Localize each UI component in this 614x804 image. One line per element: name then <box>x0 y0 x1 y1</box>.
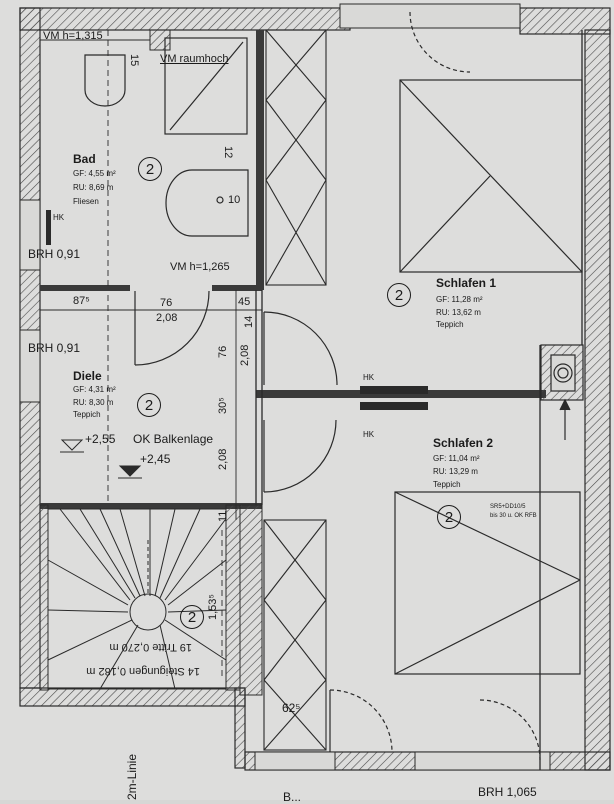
schlafen1-ru: RU: 13,62 m <box>436 308 481 317</box>
hk-label-2: HK <box>363 430 375 439</box>
bad-ru: RU: 8,69 m <box>73 183 114 192</box>
level-label-1: +2,55 <box>85 432 116 446</box>
dim-14: 14 <box>243 315 255 328</box>
dim-12: 12 <box>222 146 234 159</box>
shaft-note-2: bis 30 u. OK RFB <box>490 513 537 519</box>
wardrobes <box>263 29 327 751</box>
schlafen1-gf: GF: 11,28 m² <box>436 295 483 304</box>
vm-raumhoch-label: VM raumhoch <box>160 53 229 65</box>
brh-label-2: BRH 0,91 <box>28 341 81 355</box>
bad-number-circle: 2 <box>138 157 162 181</box>
dim-45: 45 <box>238 296 251 308</box>
schlafen2-number-circle: 2 <box>437 505 461 529</box>
beds <box>394 79 583 675</box>
dim-76a: 76 <box>160 297 173 309</box>
vm-h-top-label: VM h=1,315 <box>43 30 103 42</box>
bad-floor: Fliesen <box>73 197 99 206</box>
schlafen2-floor: Teppich <box>433 480 461 489</box>
diele-gf: GF: 4,31 m² <box>73 385 116 394</box>
bad-gf: GF: 4,55 m² <box>73 169 116 178</box>
dim-208v: 2,08 <box>239 344 251 366</box>
schlafen1-floor: Teppich <box>436 320 464 329</box>
dim-11: 11 <box>217 510 229 522</box>
shaft-note-1: SR5+DD10/5 <box>490 504 526 510</box>
doors <box>134 11 541 761</box>
dim-875: 87⁵ <box>73 295 90 307</box>
dim-305: 30⁵ <box>217 397 229 414</box>
brh-label-3: BRH 1,065 <box>478 785 537 799</box>
bottom-cut-label: B... <box>283 790 302 804</box>
diele-number-circle: 2 <box>137 393 161 417</box>
shaft <box>540 344 584 440</box>
staircase <box>47 508 227 690</box>
schlafen1-number-circle: 2 <box>387 283 411 307</box>
diele-name: Diele <box>73 369 102 383</box>
dim-625: 62⁵ <box>282 701 301 715</box>
schlafen2-gf: GF: 11,04 m² <box>433 454 480 463</box>
hk-bad-label: HK <box>53 213 65 222</box>
hk-label-1: HK <box>363 373 375 382</box>
stairs-text-2: 19 Tritte 0,270 m <box>109 641 192 653</box>
brh-label-1: BRH 0,91 <box>28 247 81 261</box>
dim-10: 10 <box>228 194 241 206</box>
stair-number-circle: 2 <box>180 605 204 629</box>
hatched-walls <box>39 29 263 696</box>
dim-1535: 1,53⁵ <box>207 594 219 620</box>
ok-balkenlage-label: OK Balkenlage <box>133 432 214 446</box>
linie-2m-label: 2m-Linie <box>125 753 139 800</box>
diele-ru: RU: 8,30 m <box>73 398 114 407</box>
dim-15: 15 <box>128 54 140 67</box>
schlafen1-name: Schlafen 1 <box>436 276 497 290</box>
stairs-text-1: 14 Steigungen 0,182 m <box>86 665 200 677</box>
level-label-2: +2,45 <box>140 452 171 466</box>
radiators <box>46 210 428 410</box>
diele-floor: Teppich <box>73 410 101 419</box>
dimension-lines <box>40 30 262 680</box>
dim-208v2: 2,08 <box>217 448 229 470</box>
schlafen2-ru: RU: 13,29 m <box>433 467 478 476</box>
schlafen2-name: Schlafen 2 <box>433 436 494 450</box>
level-markers <box>60 439 142 479</box>
dim-208a: 2,08 <box>156 312 178 324</box>
vm-h-bottom-label: VM h=1,265 <box>170 261 230 273</box>
windows <box>19 3 551 771</box>
dim-76v: 76 <box>217 345 229 358</box>
bad-name: Bad <box>73 152 96 166</box>
